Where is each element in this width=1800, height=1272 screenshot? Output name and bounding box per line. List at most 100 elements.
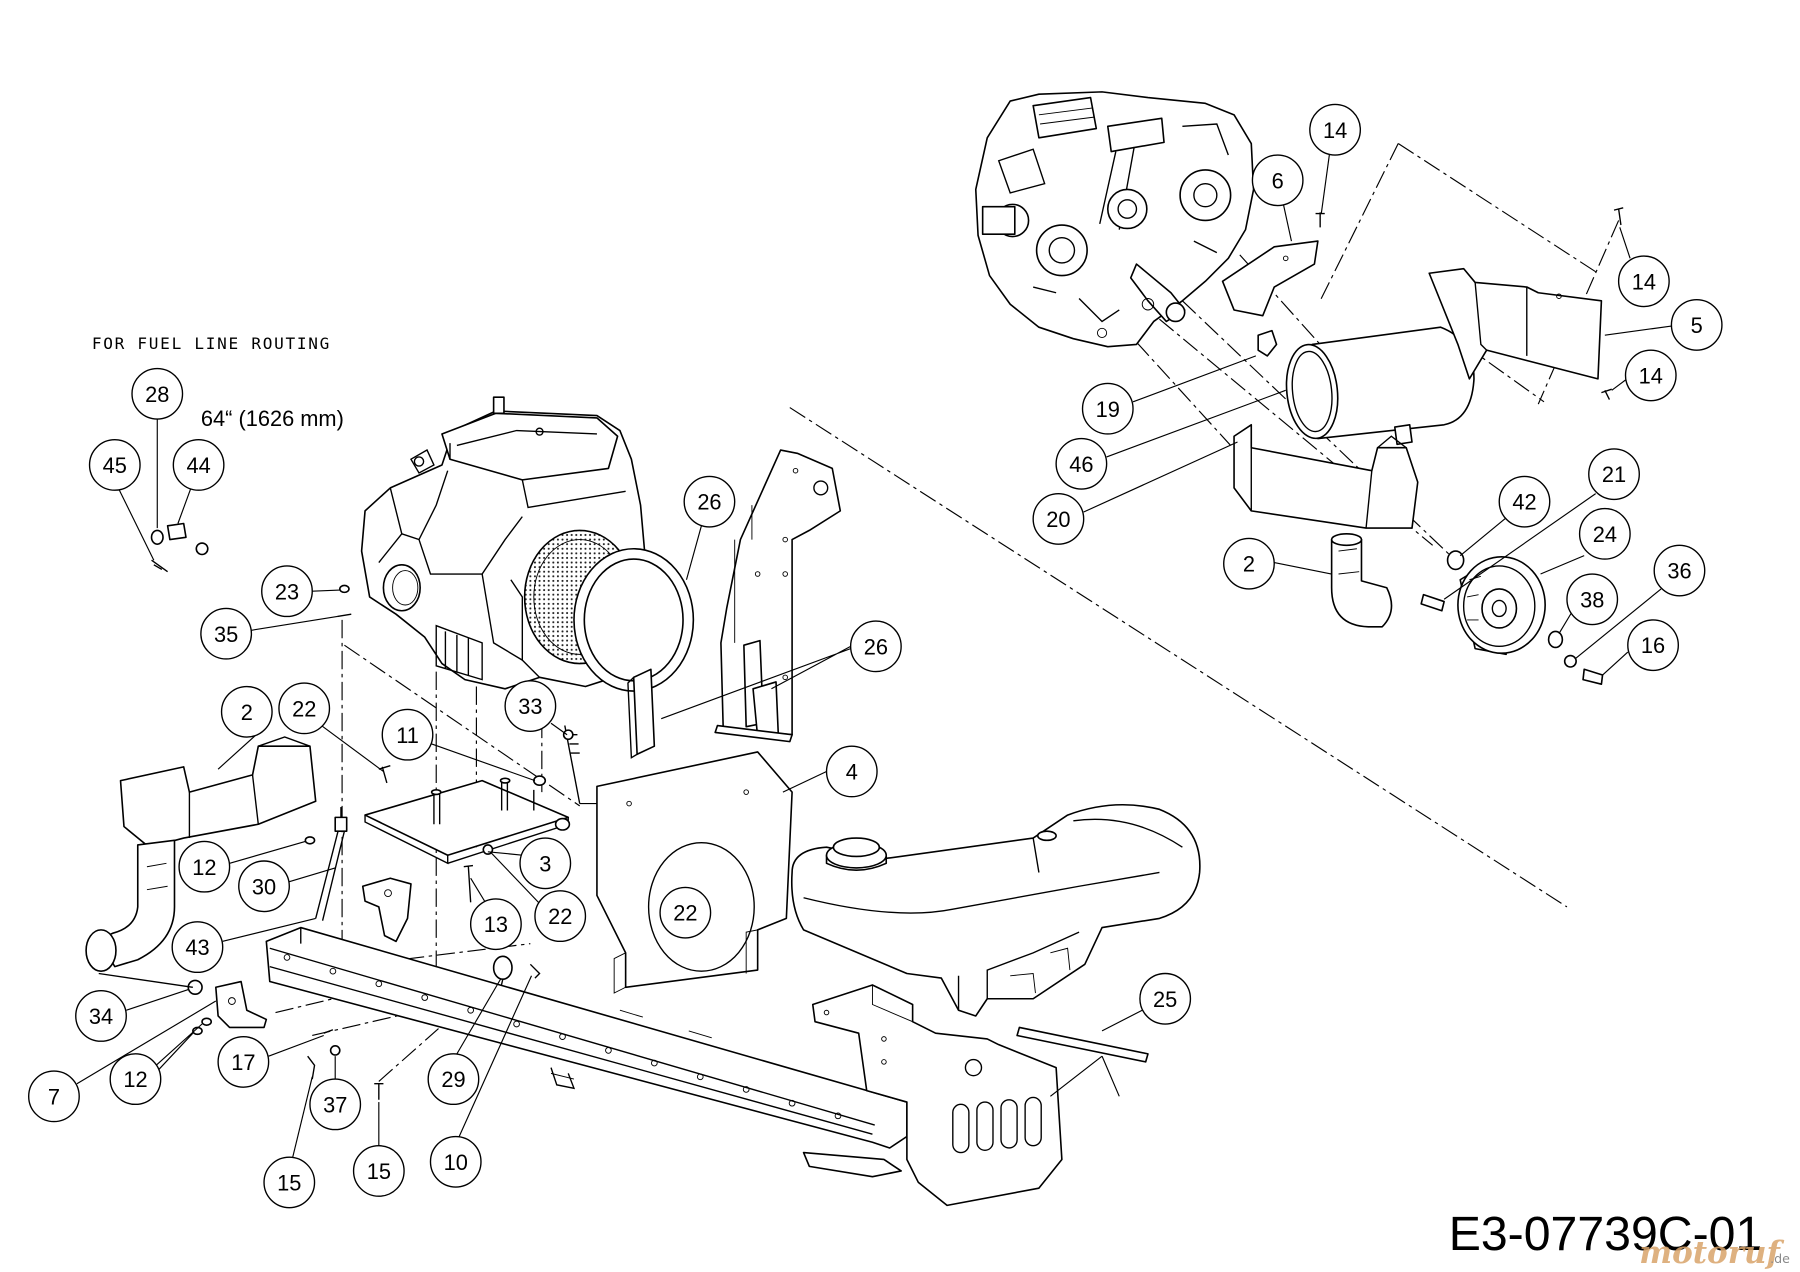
part-callout: 4 xyxy=(825,745,878,798)
svg-text:26: 26 xyxy=(697,490,721,515)
heat-bracket xyxy=(1221,212,1325,317)
svg-text:11: 11 xyxy=(396,723,419,748)
svg-text:46: 46 xyxy=(1069,452,1093,477)
part-callout: 12 xyxy=(178,840,231,893)
part-callout: 37 xyxy=(309,1078,362,1131)
part-callout: 23 xyxy=(261,565,313,618)
part-callout: 17 xyxy=(217,1035,270,1088)
drawing-number: E3-07739C-01 xyxy=(1449,1207,1763,1261)
svg-text:22: 22 xyxy=(292,696,316,721)
watermark-suffix: .de xyxy=(1770,1251,1790,1266)
svg-text:44: 44 xyxy=(186,453,210,478)
svg-text:36: 36 xyxy=(1667,559,1691,584)
lift-handle xyxy=(492,396,505,415)
part-callout: 26 xyxy=(683,475,736,528)
part-callout: 11 xyxy=(381,708,434,761)
svg-text:28: 28 xyxy=(145,382,169,407)
part-callout: 3 xyxy=(519,837,572,890)
part-callout: 15 xyxy=(263,1156,316,1209)
part-callout: 7 xyxy=(28,1070,80,1123)
svg-text:12: 12 xyxy=(192,855,216,880)
part-callout: 15 xyxy=(352,1145,405,1197)
svg-text:2: 2 xyxy=(241,700,253,725)
svg-text:10: 10 xyxy=(444,1150,468,1175)
muffler-bracket xyxy=(215,980,268,1029)
part-callout: 2 xyxy=(1223,537,1275,590)
svg-text:15: 15 xyxy=(367,1159,391,1184)
part-callout: 13 xyxy=(469,898,522,951)
svg-text:16: 16 xyxy=(1641,633,1665,658)
muffler-left xyxy=(85,736,317,988)
part-callout: 29 xyxy=(427,1053,480,1106)
svg-text:14: 14 xyxy=(1639,363,1663,388)
fuel-line-routing-note: FOR FUEL LINE ROUTING xyxy=(92,334,331,353)
svg-text:2: 2 xyxy=(1243,552,1255,577)
svg-text:35: 35 xyxy=(214,622,238,647)
svg-text:15: 15 xyxy=(277,1170,301,1195)
svg-text:38: 38 xyxy=(1580,587,1604,612)
pto-clutch xyxy=(1420,550,1604,686)
svg-text:5: 5 xyxy=(1691,313,1703,338)
leader-lines xyxy=(76,154,1672,1158)
frame-holes xyxy=(283,954,842,1120)
part-callout: 6 xyxy=(1251,154,1304,207)
callouts: 28 45 44 23 35 2 22 11 33 26 26 4 12 30 … xyxy=(28,103,1723,1209)
part-callout: 45 xyxy=(88,439,141,491)
part-callout: 19 xyxy=(1081,382,1134,435)
svg-text:25: 25 xyxy=(1153,987,1177,1012)
svg-text:7: 7 xyxy=(48,1084,60,1109)
side-bracket xyxy=(714,449,842,743)
heat-shield xyxy=(1428,207,1624,400)
watermark-logo: motoruf .de xyxy=(1639,1235,1790,1271)
svg-text:6: 6 xyxy=(1272,168,1284,193)
svg-text:21: 21 xyxy=(1602,462,1626,487)
air-cleaner-cover xyxy=(441,412,619,481)
fuel-line xyxy=(315,807,412,943)
part-callout: 22 xyxy=(278,682,331,735)
svg-text:14: 14 xyxy=(1323,118,1347,143)
fuel-line-length-label: 64“ (1626 mm) xyxy=(201,406,344,431)
part-callout: 28 xyxy=(131,367,184,420)
part-callout: 5 xyxy=(1670,298,1723,351)
part-callout: 30 xyxy=(238,860,290,913)
part-callout: 14 xyxy=(1617,255,1670,308)
engine-right xyxy=(974,91,1255,348)
oil-filter xyxy=(382,564,421,612)
part-callout: 20 xyxy=(1032,492,1085,545)
fuel-tank xyxy=(790,803,1201,1017)
part-callout: 12 xyxy=(109,1053,162,1106)
part-callout: 34 xyxy=(75,990,127,1042)
blower-ring xyxy=(573,547,695,759)
svg-text:33: 33 xyxy=(518,694,542,719)
svg-text:4: 4 xyxy=(846,759,858,784)
svg-text:14: 14 xyxy=(1632,269,1656,294)
part-callout: 44 xyxy=(172,439,225,491)
muffler-shield-lower xyxy=(1233,423,1419,628)
part-callout: 24 xyxy=(1578,507,1631,560)
part-callout: 38 xyxy=(1566,573,1619,626)
svg-text:12: 12 xyxy=(123,1067,147,1092)
svg-text:26: 26 xyxy=(864,634,888,659)
part-callout: 25 xyxy=(1139,972,1192,1025)
svg-text:3: 3 xyxy=(539,851,551,876)
strip xyxy=(1016,1026,1149,1063)
svg-text:30: 30 xyxy=(252,874,276,899)
rear-bracket xyxy=(811,984,1063,1207)
part-callout: 35 xyxy=(200,607,253,660)
svg-text:22: 22 xyxy=(673,901,697,926)
muffler-outlet xyxy=(85,929,117,973)
svg-text:43: 43 xyxy=(185,935,209,960)
part-callout: 2 xyxy=(220,685,273,738)
part-callout: 36 xyxy=(1653,544,1706,597)
lower-shroud-plate xyxy=(596,751,793,994)
svg-text:17: 17 xyxy=(231,1050,255,1075)
part-callout: 10 xyxy=(429,1135,482,1188)
part-callout: 22 xyxy=(659,886,712,939)
svg-text:42: 42 xyxy=(1512,490,1536,515)
watermark-text: motoruf xyxy=(1639,1235,1784,1271)
svg-text:23: 23 xyxy=(275,579,299,604)
part-callout: 22 xyxy=(534,890,587,943)
svg-text:29: 29 xyxy=(441,1067,465,1092)
part-callout: 43 xyxy=(171,921,224,974)
part-callout: 14 xyxy=(1309,103,1362,156)
